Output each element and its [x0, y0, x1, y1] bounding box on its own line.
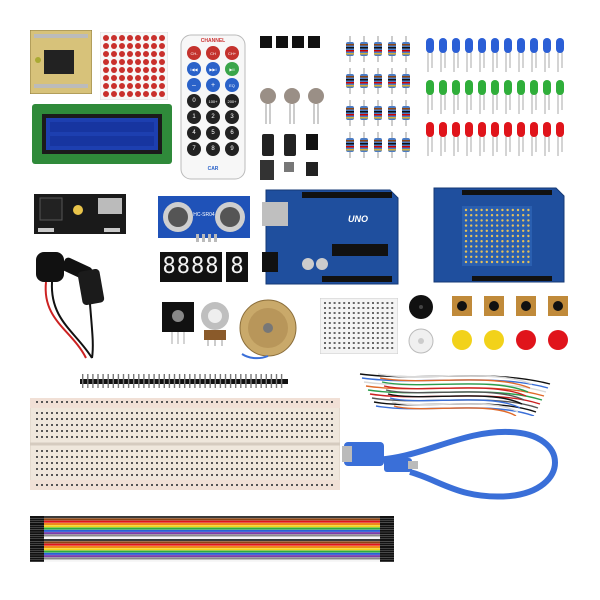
- stepper-motor: [238, 296, 298, 360]
- key-2[interactable]: 2: [206, 110, 220, 124]
- usb-cable: [340, 420, 580, 510]
- key-7[interactable]: 7: [187, 142, 201, 156]
- seg4-digits: 8888: [162, 254, 220, 279]
- led-set: [420, 30, 570, 170]
- battery-clip: [32, 250, 108, 370]
- remote-brand: CHANNEL: [200, 38, 226, 44]
- seven-seg-4digit: 8888: [160, 252, 222, 282]
- key-ch-minus[interactable]: CH-: [187, 46, 201, 60]
- buzzer-passive: [408, 328, 434, 354]
- key-100[interactable]: 100+: [206, 94, 220, 108]
- key-4[interactable]: 4: [187, 126, 201, 140]
- key-8[interactable]: 8: [206, 142, 220, 156]
- key-6[interactable]: 6: [225, 126, 239, 140]
- buzzer-active: [408, 294, 434, 320]
- resistor-set: [340, 34, 412, 164]
- dupont-ribbon-cable: [30, 508, 394, 570]
- tactile-buttons: [450, 294, 570, 354]
- key-9[interactable]: 9: [225, 142, 239, 156]
- key-next[interactable]: ▶▶I: [206, 62, 220, 76]
- sensor-module-small: [162, 302, 194, 344]
- remote-keypad: CH- CH CH+ I◀◀ ▶▶I ▶II – + EQ 0 100+ 200…: [187, 46, 239, 158]
- key-0[interactable]: 0: [187, 94, 201, 108]
- mini-breadboard: [320, 298, 398, 354]
- ic-module: [30, 30, 92, 94]
- ir-remote: CHANNEL CH- CH CH+ I◀◀ ▶▶I ▶II – + EQ 0 …: [180, 34, 246, 180]
- key-5[interactable]: 5: [206, 126, 220, 140]
- power-module: [34, 188, 126, 240]
- key-ch[interactable]: CH: [206, 46, 220, 60]
- potentiometer: [198, 300, 232, 346]
- key-play[interactable]: ▶II: [225, 62, 239, 76]
- key-vol-up[interactable]: +: [206, 78, 220, 92]
- key-vol-down[interactable]: –: [187, 78, 201, 92]
- lcd-module: [32, 104, 172, 164]
- key-200[interactable]: 200+: [225, 94, 239, 108]
- proto-shield: [432, 186, 566, 286]
- pin-header-strip: [80, 374, 288, 388]
- ultrasonic-sensor: HC-SR04: [158, 196, 250, 242]
- uno-label: UNO: [348, 214, 368, 224]
- seg1-digit: 8: [230, 254, 244, 279]
- small-components: [258, 34, 328, 184]
- jumper-wires-bundle: [350, 366, 560, 416]
- remote-logo: CAR: [207, 166, 219, 172]
- key-3[interactable]: 3: [225, 110, 239, 124]
- sensor-label: HC-SR04: [193, 212, 215, 218]
- key-1[interactable]: 1: [187, 110, 201, 124]
- key-prev[interactable]: I◀◀: [187, 62, 201, 76]
- key-eq[interactable]: EQ: [225, 78, 239, 92]
- key-ch-plus[interactable]: CH+: [225, 46, 239, 60]
- arduino-uno-board: UNO: [262, 188, 400, 288]
- large-breadboard: [30, 398, 340, 490]
- seven-seg-1digit: 8: [226, 252, 248, 282]
- led-dot-matrix: [100, 32, 168, 100]
